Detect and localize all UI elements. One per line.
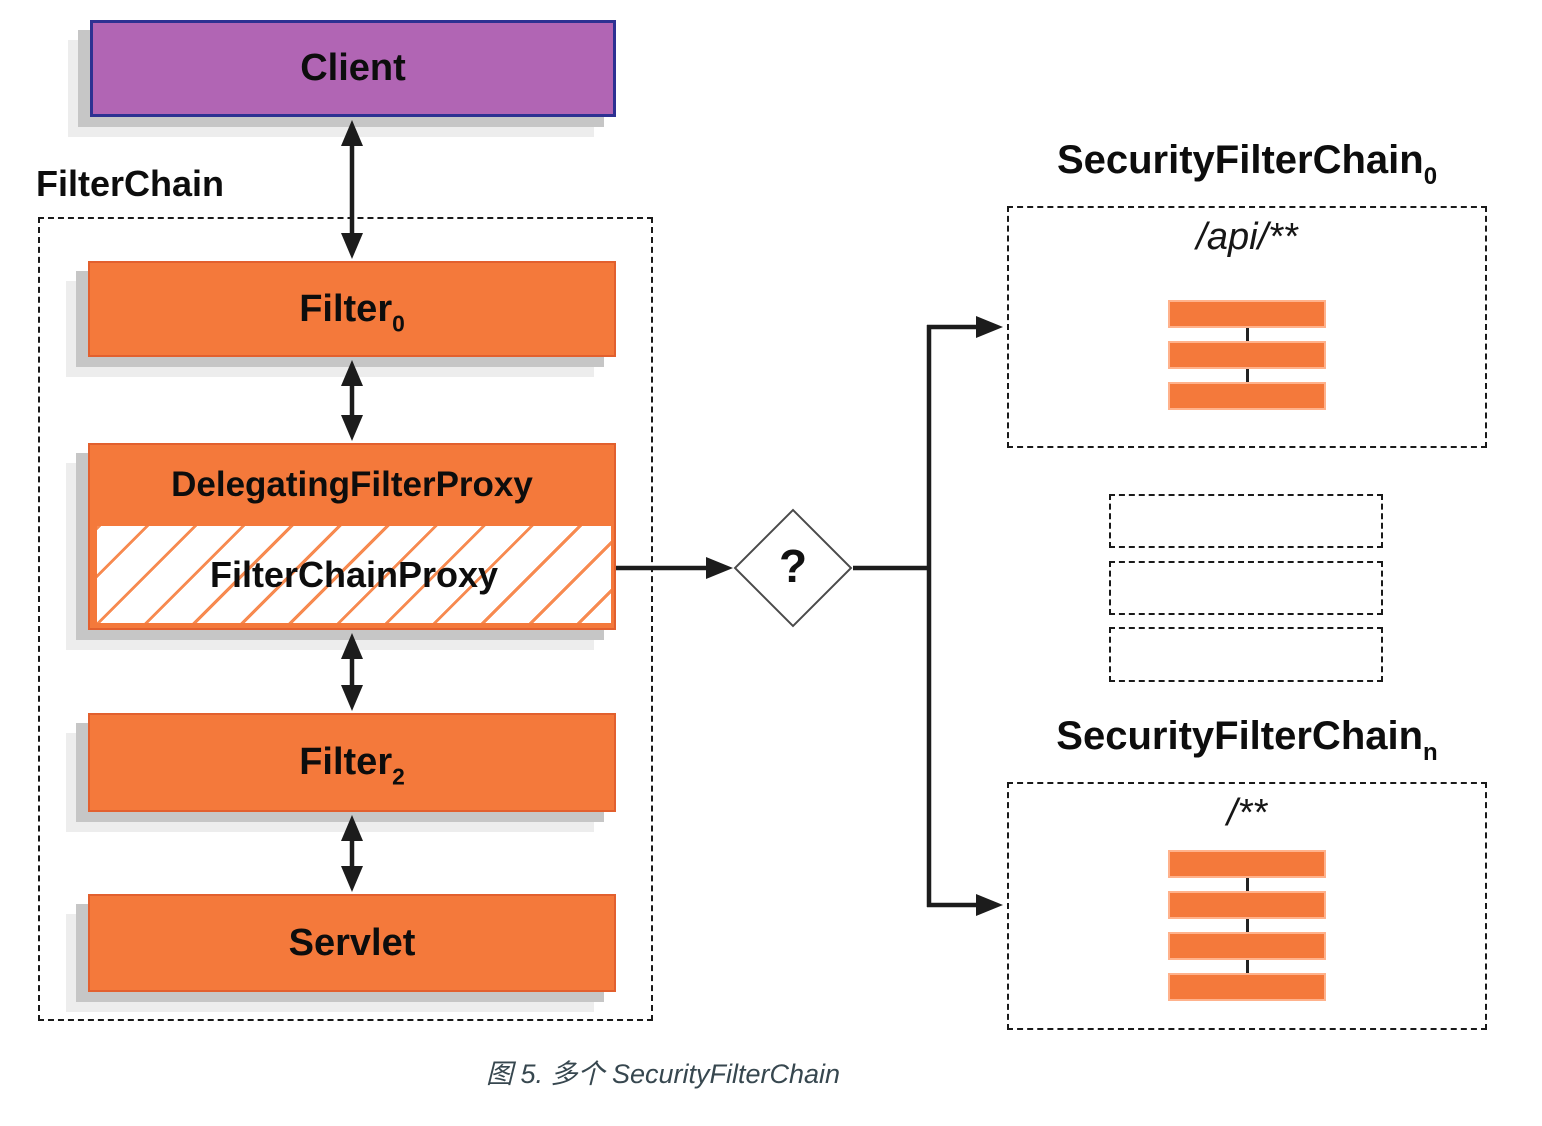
client-label: Client bbox=[300, 47, 406, 89]
filterchain-label: FilterChain bbox=[36, 163, 225, 204]
filter2-subscript: 2 bbox=[392, 763, 405, 790]
delegating-filter-proxy-box: DelegatingFilterProxy FilterChainProxy bbox=[88, 443, 616, 630]
security-filter-chain-n-title: SecurityFilterChainn bbox=[1056, 714, 1438, 766]
filter-bar-connector bbox=[1245, 960, 1249, 973]
figure-caption: 图 5. 多个 SecurityFilterChain bbox=[485, 1059, 841, 1089]
security-filter-chain-n-subscript: n bbox=[1423, 738, 1438, 766]
servlet-box: Servlet bbox=[88, 894, 616, 992]
filter-bar-connector bbox=[1245, 369, 1249, 382]
arrow-branch-to-chainn bbox=[927, 894, 1003, 916]
filterchain-container bbox=[38, 217, 653, 1021]
security-filter-chain-n-bars bbox=[1168, 850, 1326, 1001]
delegating-filter-proxy-label: DelegatingFilterProxy bbox=[171, 465, 533, 504]
security-filter-chain-0-subscript: 0 bbox=[1423, 162, 1438, 190]
filter0-subscript: 0 bbox=[392, 309, 405, 336]
filter-bar bbox=[1168, 300, 1326, 328]
security-filter-chain-0-title: SecurityFilterChain0 bbox=[1056, 138, 1438, 190]
filter-bar-connector bbox=[1245, 919, 1249, 932]
filter-bar-connector bbox=[1245, 328, 1249, 341]
security-filter-chain-0-box: /api/** bbox=[1007, 206, 1487, 448]
filter-bar bbox=[1168, 341, 1326, 369]
placeholder-chain-box bbox=[1109, 561, 1383, 615]
servlet-label: Servlet bbox=[288, 921, 416, 964]
security-filter-chain-n-box: /** bbox=[1007, 782, 1487, 1030]
filter0-label: Filter0 bbox=[299, 287, 405, 336]
filter0-box: Filter0 bbox=[88, 261, 616, 357]
arrow-branch-to-chain0 bbox=[927, 316, 1003, 338]
placeholder-chain-box bbox=[1109, 627, 1383, 682]
placeholder-chain-box bbox=[1109, 494, 1383, 548]
security-filter-chain-0-bars bbox=[1168, 300, 1326, 410]
filter-chain-proxy-box: FilterChainProxy bbox=[97, 526, 611, 623]
filter-bar bbox=[1168, 382, 1326, 410]
filter2-label: Filter2 bbox=[299, 741, 405, 790]
filter-bar-connector bbox=[1245, 878, 1249, 891]
filter-bar bbox=[1168, 932, 1326, 960]
filter2-box: Filter2 bbox=[88, 713, 616, 812]
filter-bar bbox=[1168, 891, 1326, 919]
decision-label: ? bbox=[778, 540, 808, 592]
security-filter-chain-n-pattern: /** bbox=[1226, 792, 1268, 834]
filter-bar bbox=[1168, 850, 1326, 878]
client-box: Client bbox=[90, 20, 616, 117]
filter-bar bbox=[1168, 973, 1326, 1001]
filter-chain-proxy-label: FilterChainProxy bbox=[209, 553, 499, 595]
security-filter-chain-0-pattern: /api/** bbox=[1196, 216, 1298, 258]
